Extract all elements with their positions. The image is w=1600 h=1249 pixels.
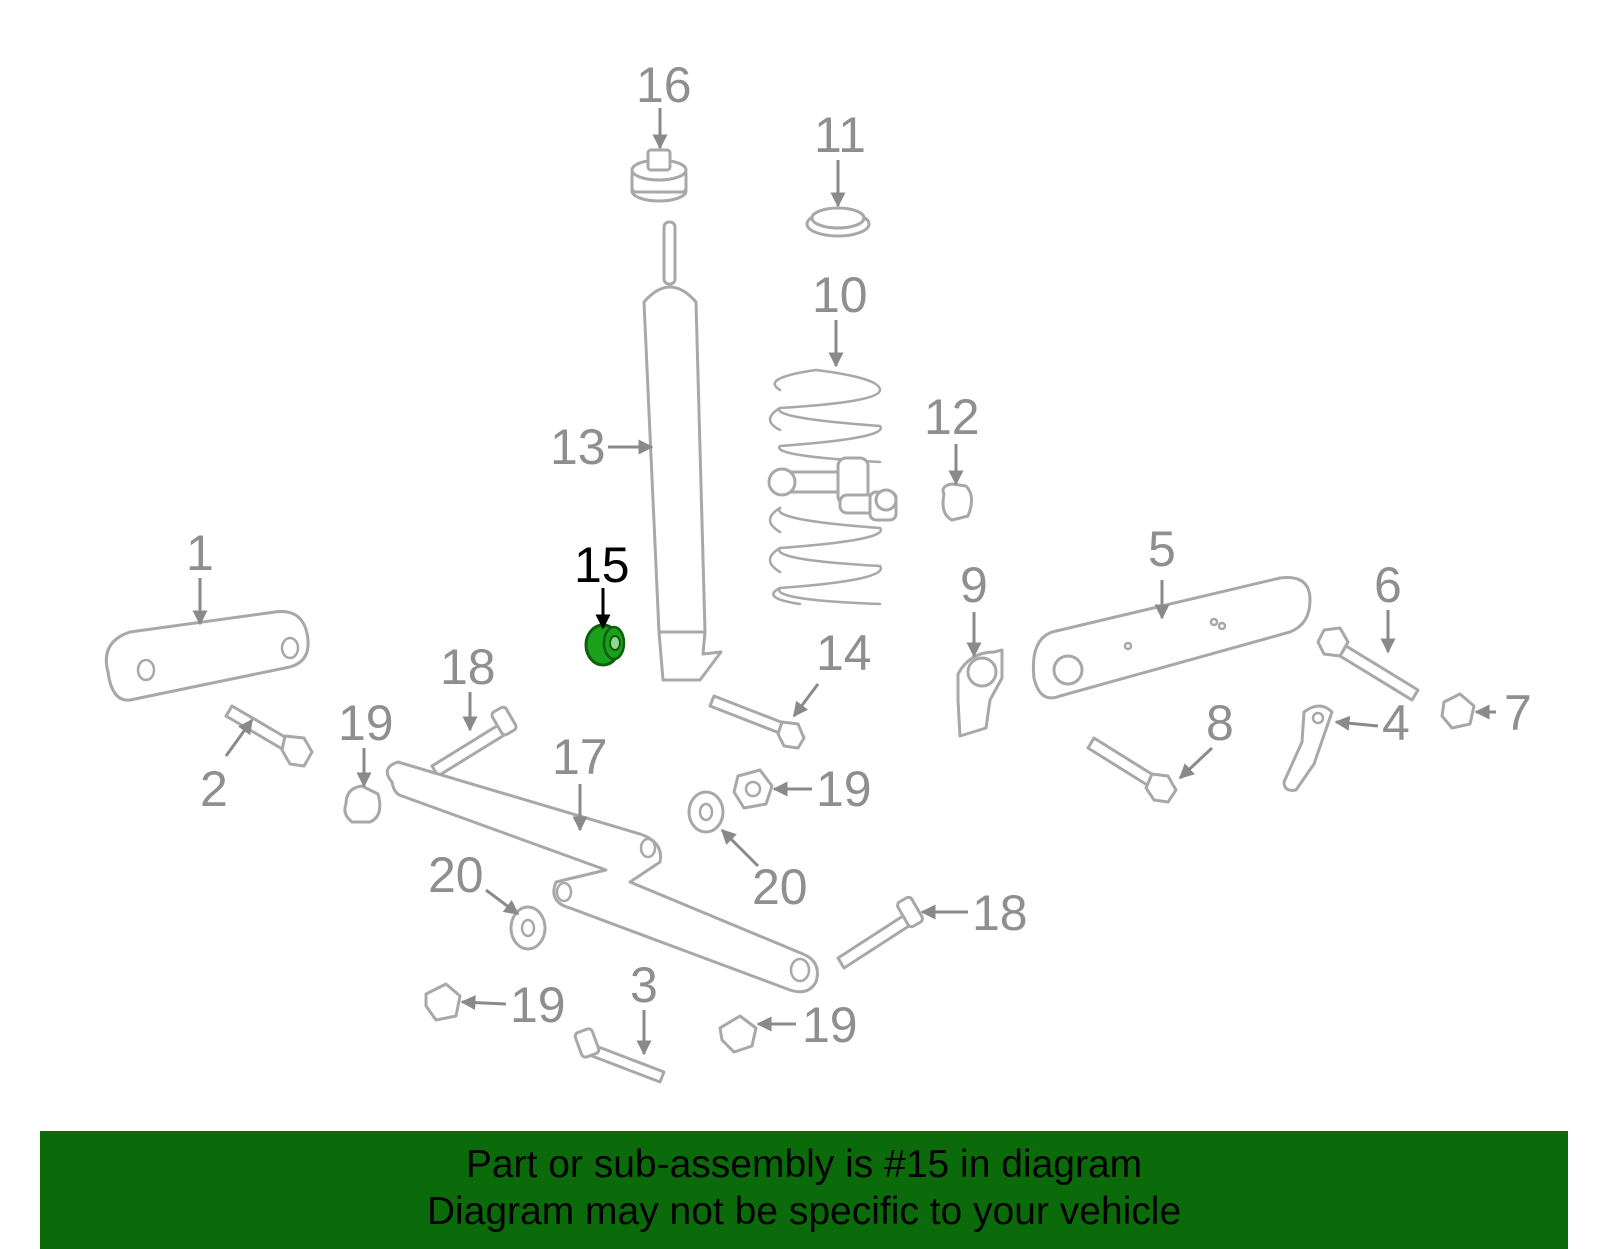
callout-9: 9 [960,557,988,613]
callout-6: 6 [1374,557,1402,613]
part-8-bolt [1086,736,1178,804]
callout-5: 5 [1148,521,1176,577]
callout-20-upper: 20 [752,859,808,915]
part-19-nut-lower-left [424,982,462,1022]
callout-2: 2 [200,761,228,817]
part-20-washer-upper [687,790,725,834]
callout-11: 11 [814,107,866,163]
callout-19-lower-left: 19 [510,977,566,1033]
callout-4: 4 [1382,695,1410,751]
part-1-arm [104,610,310,702]
part-2-bolt [224,704,314,768]
part-19-nut-left [343,784,382,824]
callout-1: 1 [186,525,214,581]
callout-18-lower: 18 [972,885,1028,941]
part-13-shock [642,220,723,682]
part-15-bushing-highlighted [584,623,626,667]
callout-7: 7 [1504,685,1532,741]
callout-20-lower: 20 [428,847,484,903]
part-9-bracket [956,648,1004,738]
callout-17: 17 [552,729,608,785]
callout-8: 8 [1206,695,1234,751]
callout-arrows [192,108,1496,1056]
callout-3: 3 [630,957,658,1013]
info-banner: Part or sub-assembly is #15 in diagram D… [40,1131,1568,1249]
callout-13: 13 [550,419,606,475]
callout-15: 15 [574,537,630,593]
callout-19-left: 19 [338,695,394,751]
part-16-mount [630,148,688,203]
part-5-arm [1031,575,1312,700]
part-4-link [1282,704,1334,792]
callout-16: 16 [636,57,692,113]
callout-18-upper: 18 [440,639,496,695]
part-14-bolt [708,694,806,750]
part-19-nut-mid [732,768,774,810]
banner-line-part-number: Part or sub-assembly is #15 in diagram [465,1143,1143,1186]
part-12-bushing [941,482,973,522]
part-3-bolt [573,1027,666,1084]
part-6-bolt [1316,626,1420,702]
callout-12: 12 [924,389,980,445]
part-11-seat [805,206,871,238]
part-18-bolt-lower [836,895,924,970]
callout-10: 10 [812,267,868,323]
callout-19-mid: 19 [816,761,872,817]
part-19-nut-lower-right [718,1014,758,1054]
part-18-bolt-upper [430,705,518,778]
banner-line-disclaimer: Diagram may not be specific to your vehi… [426,1190,1182,1233]
callout-14: 14 [816,625,872,681]
part-20-washer-lower [509,905,547,951]
callout-19-lower-right: 19 [802,997,858,1053]
part-7-nut [1440,692,1476,730]
part-17-control-arm [385,760,819,994]
part-10-spring [767,368,898,606]
